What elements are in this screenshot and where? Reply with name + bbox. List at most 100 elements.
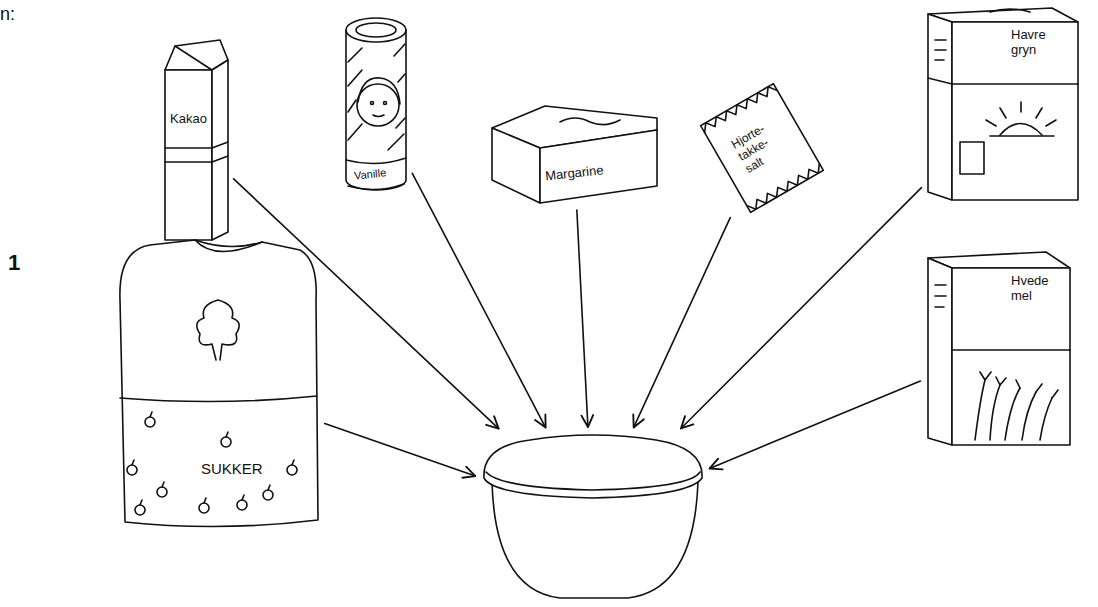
sugar-bag-stroke: [120, 396, 317, 402]
vanilla-can-stroke: [348, 48, 362, 62]
arrow-connector: [710, 381, 921, 468]
margarine-pack-stroke: [540, 130, 657, 203]
cocoa-carton-stroke: [165, 161, 212, 163]
sugar-bag-stroke: [140, 500, 142, 505]
salt-packet: Hjorte- takke- salt: [700, 84, 824, 213]
vanilla-can-stroke: [371, 102, 374, 105]
cocoa-carton-stroke: [212, 142, 228, 148]
sugar-bag-stroke: [237, 500, 247, 510]
cocoa-carton-stroke: [212, 156, 228, 162]
margarine-pack: [492, 106, 657, 203]
margarine-pack-stroke: [560, 118, 620, 125]
oat-box-stroke: [928, 78, 952, 84]
sugar-bag-stroke: [204, 498, 206, 503]
oat-box-stroke: [960, 142, 984, 174]
sugar-bag: SUKKER: [115, 238, 320, 534]
sugar-bag-stroke: [157, 487, 167, 497]
cut-off-label: n:: [0, 4, 15, 25]
vanilla-can: [346, 18, 406, 190]
mixing-bowl-stroke: [486, 472, 700, 490]
cocoa-carton-stroke: [165, 147, 212, 149]
oat-box-stroke: [990, 9, 1030, 12]
oat-box-stroke: [1000, 124, 1042, 136]
arrow-connector: [577, 210, 588, 427]
arrow-connector: [681, 188, 922, 429]
oat-box: [928, 8, 1078, 200]
mixing-bowl-stroke: [492, 482, 698, 598]
cocoa-carton: Kakao: [160, 40, 230, 245]
oat-box-stroke: [928, 8, 1078, 22]
arrow-connector: [634, 218, 731, 428]
sugar-bag-stroke: [145, 417, 155, 427]
arrow-connector: [412, 173, 545, 427]
sugar-bag-stroke: [199, 503, 209, 513]
cocoa-carton: [165, 40, 228, 240]
vanilla-can-stroke: [356, 23, 396, 37]
cocoa-carton-stroke: [165, 70, 212, 240]
sugar-bag-stroke: [195, 240, 262, 252]
sugar-bag-stroke: [150, 412, 152, 417]
connector-group: [234, 173, 922, 476]
vanilla-can-stroke: [346, 18, 406, 42]
margarine-pack: Margarine: [490, 104, 658, 205]
sugar-bag-stroke: [226, 432, 228, 437]
flour-box-stroke: [928, 252, 1070, 268]
sugar-bag: [120, 240, 318, 527]
mixing-bowl-stroke: [484, 435, 702, 498]
arrow-connector: [325, 423, 476, 476]
package-label: Kakao: [170, 112, 220, 127]
mixing-bowl: [480, 432, 705, 602]
vanilla-can: Vanille: [342, 15, 410, 193]
vanilla-can-stroke: [358, 78, 400, 104]
flour-box: [928, 252, 1070, 445]
vanilla-can-stroke: [348, 70, 362, 86]
oat-box-stroke: [986, 102, 1056, 126]
vanilla-can-stroke: [373, 115, 384, 117]
cocoa-carton-stroke: [212, 60, 228, 240]
arrow-connector: [234, 179, 499, 429]
package-label: Hjorte- takke- salt: [729, 113, 796, 176]
salt-packet: [701, 84, 824, 213]
sugar-bag-stroke: [162, 482, 164, 487]
sugar-bag-stroke: [287, 465, 297, 475]
oat-box-stroke: [952, 22, 1078, 200]
vanilla-can-stroke: [398, 74, 405, 82]
package-label: Margarine: [545, 159, 650, 185]
oat-box-stroke: [935, 40, 946, 60]
vanilla-can-stroke: [348, 100, 356, 112]
package-label: Hvede mel: [1011, 274, 1059, 304]
oat-box-stroke: [952, 83, 1078, 85]
oat-box-stroke: [928, 14, 952, 200]
sugar-bag-stroke: [197, 300, 239, 360]
sugar-bag-stroke: [120, 240, 318, 527]
vanilla-can-stroke: [348, 124, 362, 140]
package-label: Vanille: [353, 164, 404, 182]
figure-number: 1: [8, 250, 20, 276]
package-label: SUKKER: [201, 460, 291, 477]
package-label: Havre gryn: [1011, 28, 1059, 58]
flour-box-stroke: [928, 258, 952, 445]
margarine-pack-stroke: [492, 128, 540, 203]
vanilla-can-stroke: [346, 158, 406, 164]
vanilla-can-stroke: [394, 44, 405, 56]
salt-packet-stroke: [701, 84, 824, 213]
sugar-bag-stroke: [221, 437, 231, 447]
cocoa-carton-stroke: [175, 46, 212, 70]
flour-box: Hvede mel: [925, 250, 1073, 447]
oat-box-stroke: [990, 135, 1054, 137]
sugar-bag-stroke: [135, 505, 145, 515]
flour-box-stroke: [935, 285, 946, 307]
sugar-bag-stroke: [268, 485, 270, 490]
sugar-bag-stroke: [127, 465, 137, 475]
vanilla-can-stroke: [346, 30, 406, 190]
flour-box-stroke: [980, 372, 1058, 398]
sugar-bag-stroke: [132, 460, 134, 465]
vanilla-can-stroke: [348, 184, 404, 190]
mixing-bowl: [484, 435, 702, 598]
flour-box-stroke: [952, 349, 1070, 351]
sugar-bag-stroke: [263, 490, 273, 500]
vanilla-can-stroke: [388, 134, 404, 150]
